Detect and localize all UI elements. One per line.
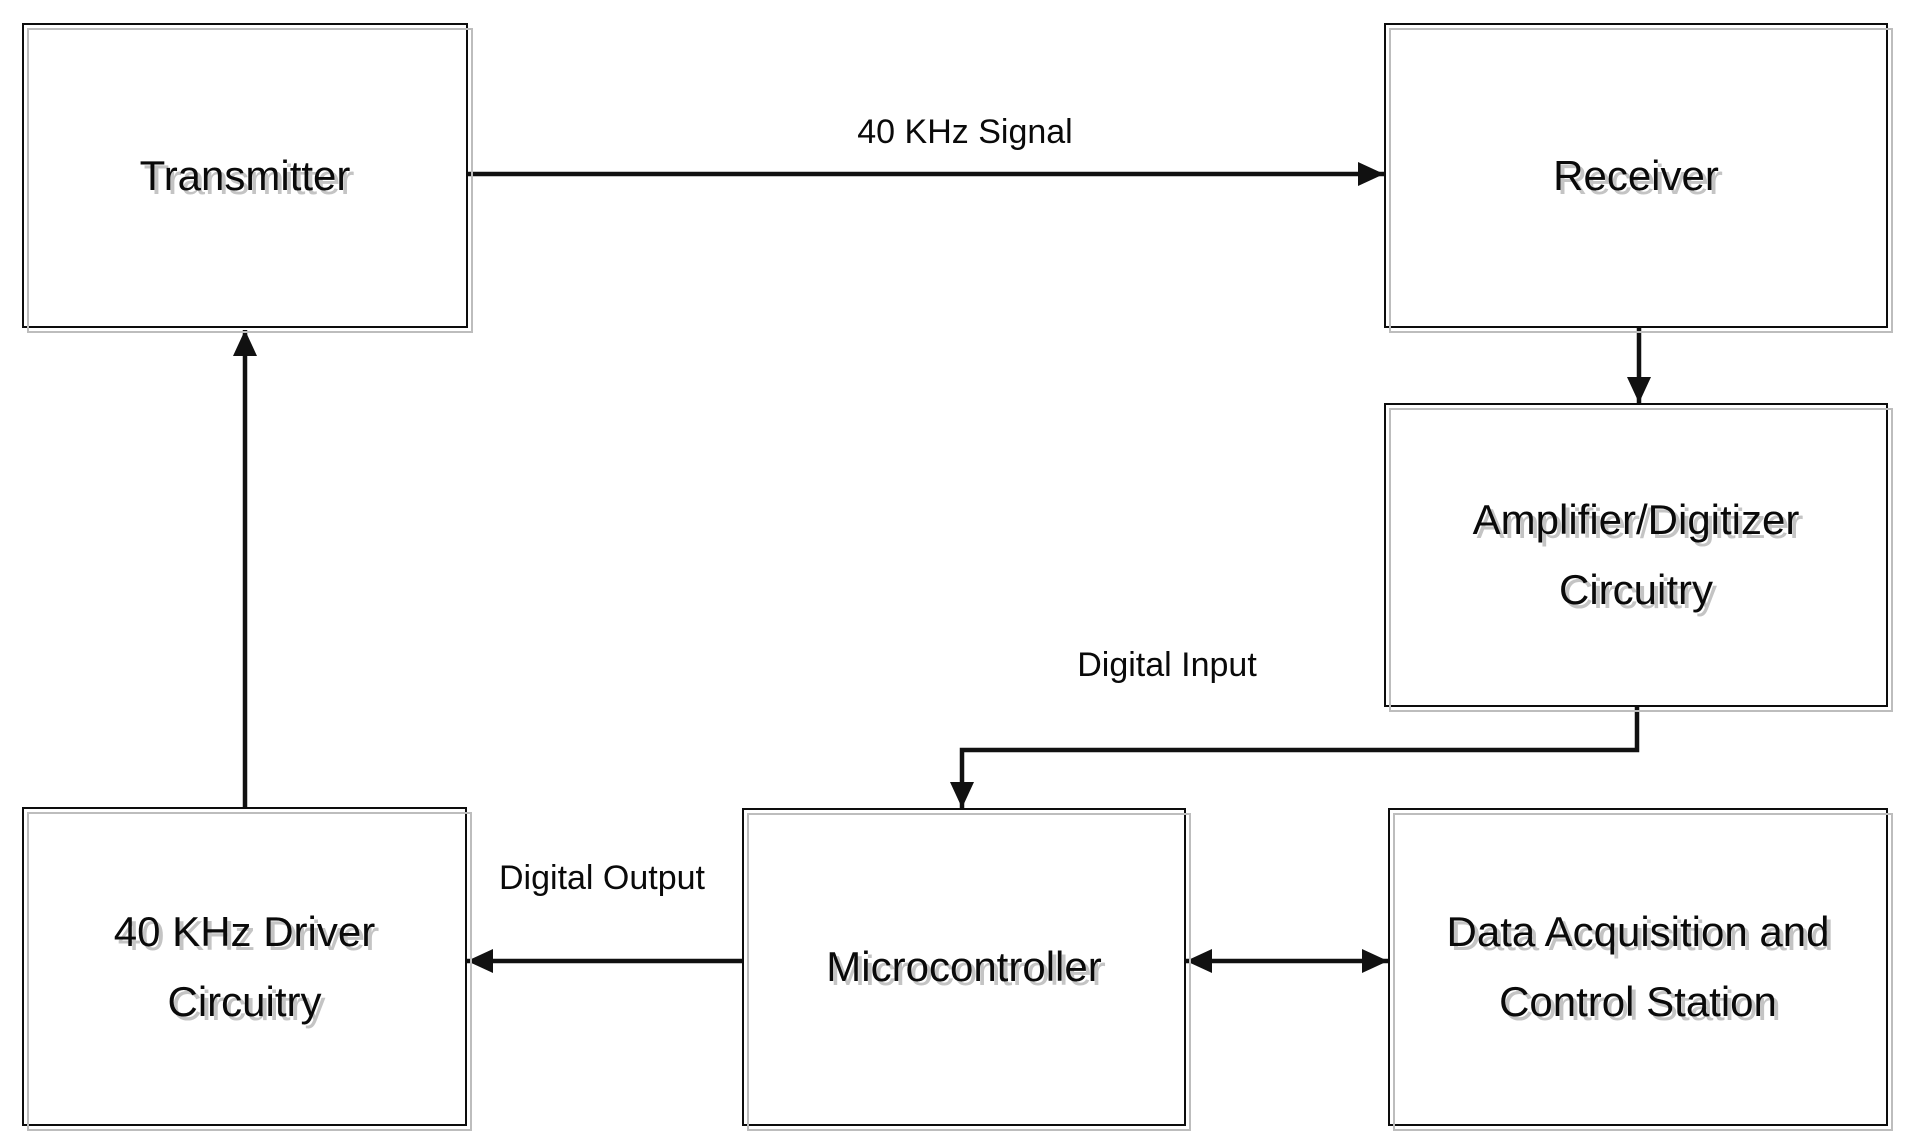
node-driver-circuitry: 40 KHz Driver Circuitry bbox=[22, 807, 467, 1126]
node-receiver: Receiver bbox=[1384, 23, 1888, 328]
node-microcontroller-label: Microcontroller bbox=[826, 943, 1102, 990]
node-control-station-label: Data Acquisition and Control Station bbox=[1446, 908, 1830, 1025]
edge-amplifier-to-microcontroller bbox=[950, 707, 1640, 808]
edge-label-digital-output: Digital Output bbox=[499, 859, 705, 897]
node-receiver-label: Receiver bbox=[1553, 151, 1719, 199]
edge-label-digital-input: Digital Input bbox=[1077, 646, 1257, 684]
node-amplifier-digitizer-label: Amplifier/Digitizer Circuitry bbox=[1472, 496, 1800, 613]
node-driver-circuitry-label: 40 KHz Driver Circuitry bbox=[113, 907, 376, 1025]
node-microcontroller: Microcontroller bbox=[742, 808, 1186, 1126]
node-transmitter: Transmitter bbox=[22, 23, 468, 328]
node-amplifier-digitizer: Amplifier/Digitizer Circuitry bbox=[1384, 403, 1888, 707]
node-control-station: Data Acquisition and Control Station bbox=[1388, 808, 1888, 1126]
node-transmitter-label: Transmitter bbox=[139, 151, 351, 199]
edge-label-40khz-signal: 40 KHz Signal bbox=[857, 113, 1073, 151]
